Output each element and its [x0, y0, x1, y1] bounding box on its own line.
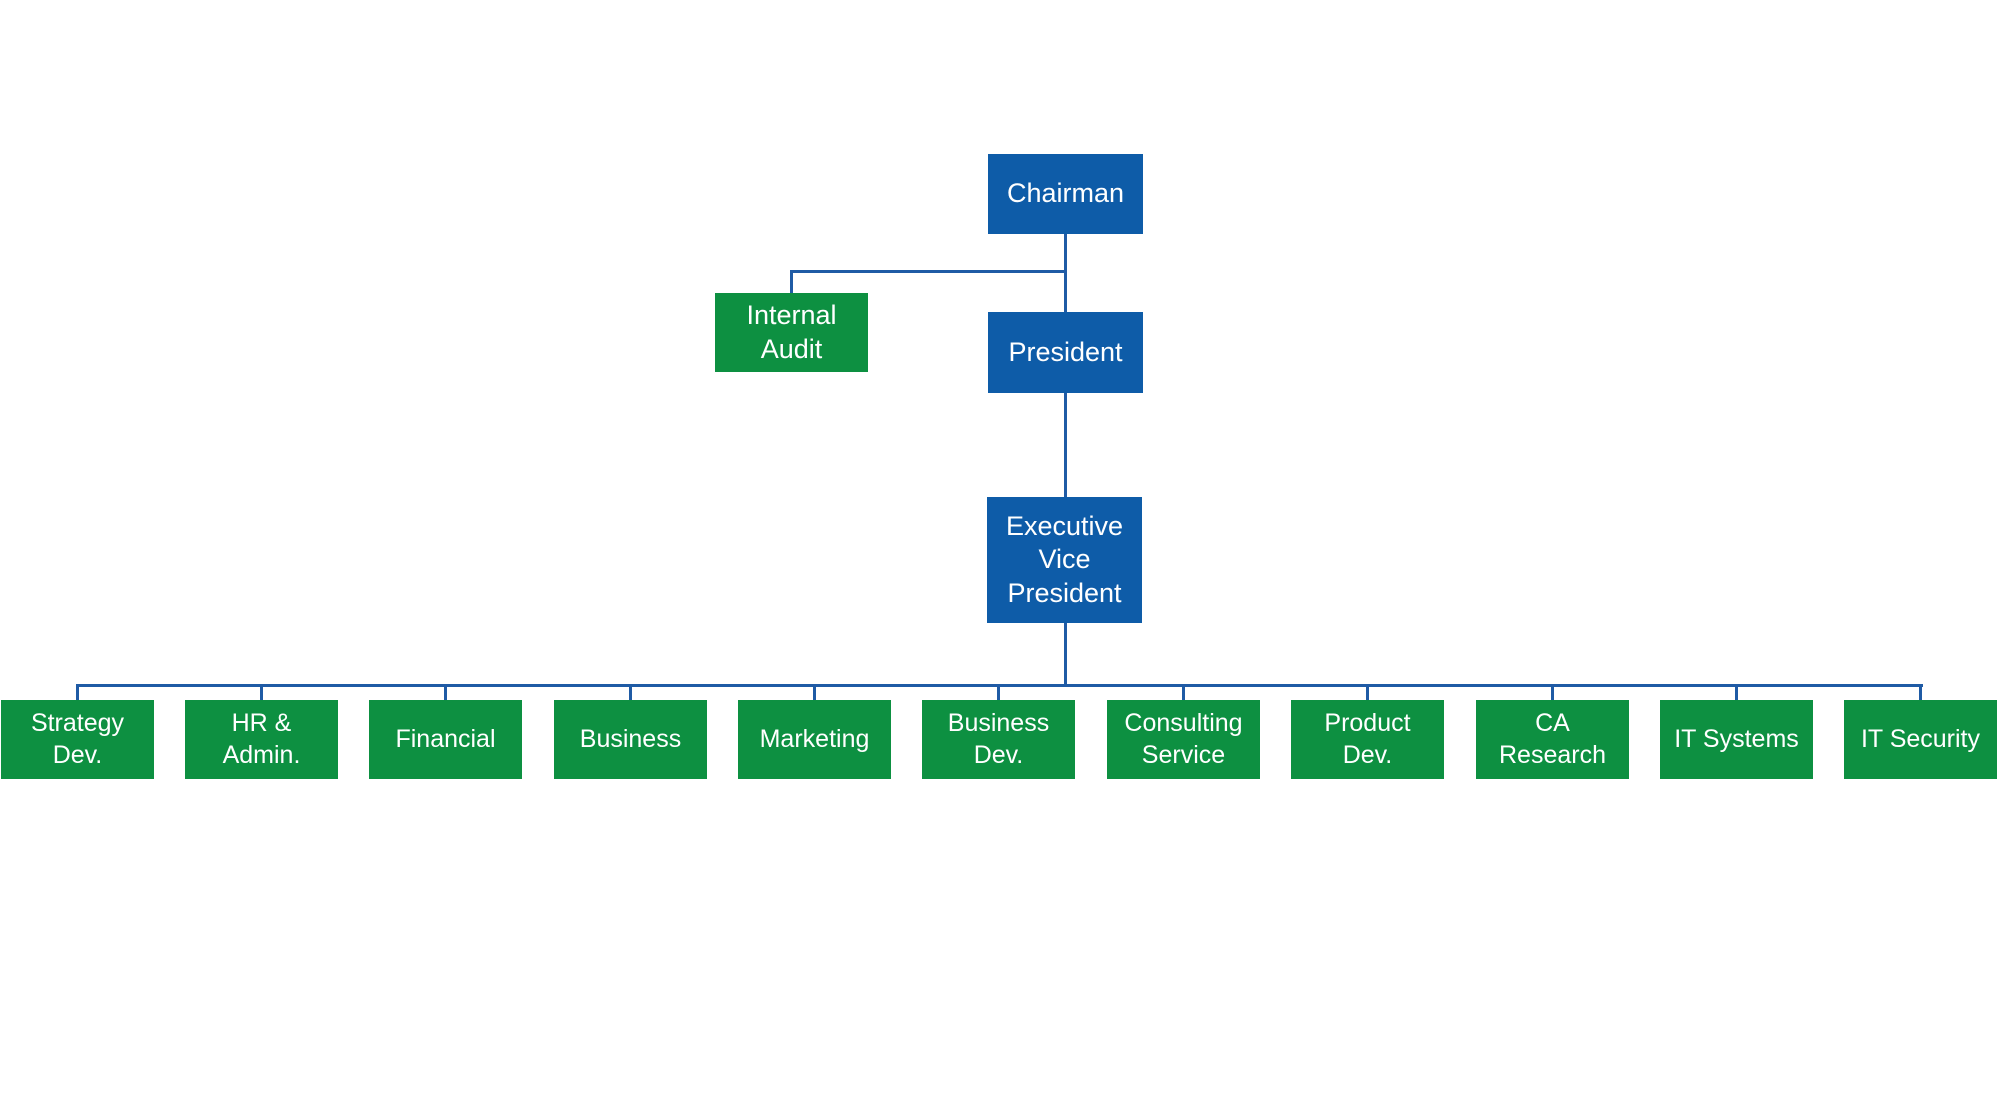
- node-financial[interactable]: Financial: [369, 685, 522, 779]
- node-business-label: Business: [579, 724, 682, 753]
- node-executive-vice-president[interactable]: Executive Vice President: [987, 497, 1142, 623]
- node-product-dev[interactable]: Product Dev.: [1291, 685, 1444, 779]
- connector-drop-internal-audit: [790, 273, 793, 293]
- node-consulting-service[interactable]: Consulting Service: [1107, 685, 1260, 779]
- node-ca-research-label: CA Research: [1499, 709, 1606, 769]
- connector-president-evp: [1064, 393, 1067, 497]
- connector-branch-internal-audit: [790, 270, 1067, 273]
- node-business[interactable]: Business: [554, 685, 707, 779]
- node-strategy-dev-label: Strategy Dev.: [30, 709, 125, 769]
- node-hr-admin[interactable]: HR & Admin.: [185, 685, 338, 779]
- connector-evp-bus: [1064, 623, 1067, 685]
- node-it-security[interactable]: IT Security: [1844, 685, 1997, 779]
- node-it-security-label: IT Security: [1860, 724, 1981, 753]
- node-executive-vice-president-label: Executive Vice President: [1005, 510, 1124, 608]
- node-president[interactable]: President: [988, 312, 1143, 393]
- node-consulting-service-label: Consulting Service: [1124, 709, 1243, 769]
- node-hr-admin-label: HR & Admin.: [222, 709, 301, 769]
- node-it-systems[interactable]: IT Systems: [1660, 685, 1813, 779]
- node-internal-audit-label: Internal Audit: [746, 300, 837, 364]
- node-ca-research[interactable]: CA Research: [1476, 685, 1629, 779]
- node-it-systems-label: IT Systems: [1674, 724, 1799, 753]
- node-marketing-label: Marketing: [759, 724, 870, 753]
- node-marketing[interactable]: Marketing: [738, 685, 891, 779]
- node-president-label: President: [1008, 336, 1123, 367]
- node-product-dev-label: Product Dev.: [1324, 709, 1411, 769]
- node-internal-audit[interactable]: Internal Audit: [715, 293, 868, 372]
- node-financial-label: Financial: [395, 724, 496, 753]
- node-chairman-label: Chairman: [1006, 178, 1125, 209]
- node-business-dev[interactable]: Business Dev.: [922, 685, 1075, 779]
- node-strategy-dev[interactable]: Strategy Dev.: [1, 685, 154, 779]
- node-chairman[interactable]: Chairman: [988, 154, 1143, 234]
- connector-department-bus: [76, 684, 1923, 687]
- node-business-dev-label: Business Dev.: [947, 709, 1050, 769]
